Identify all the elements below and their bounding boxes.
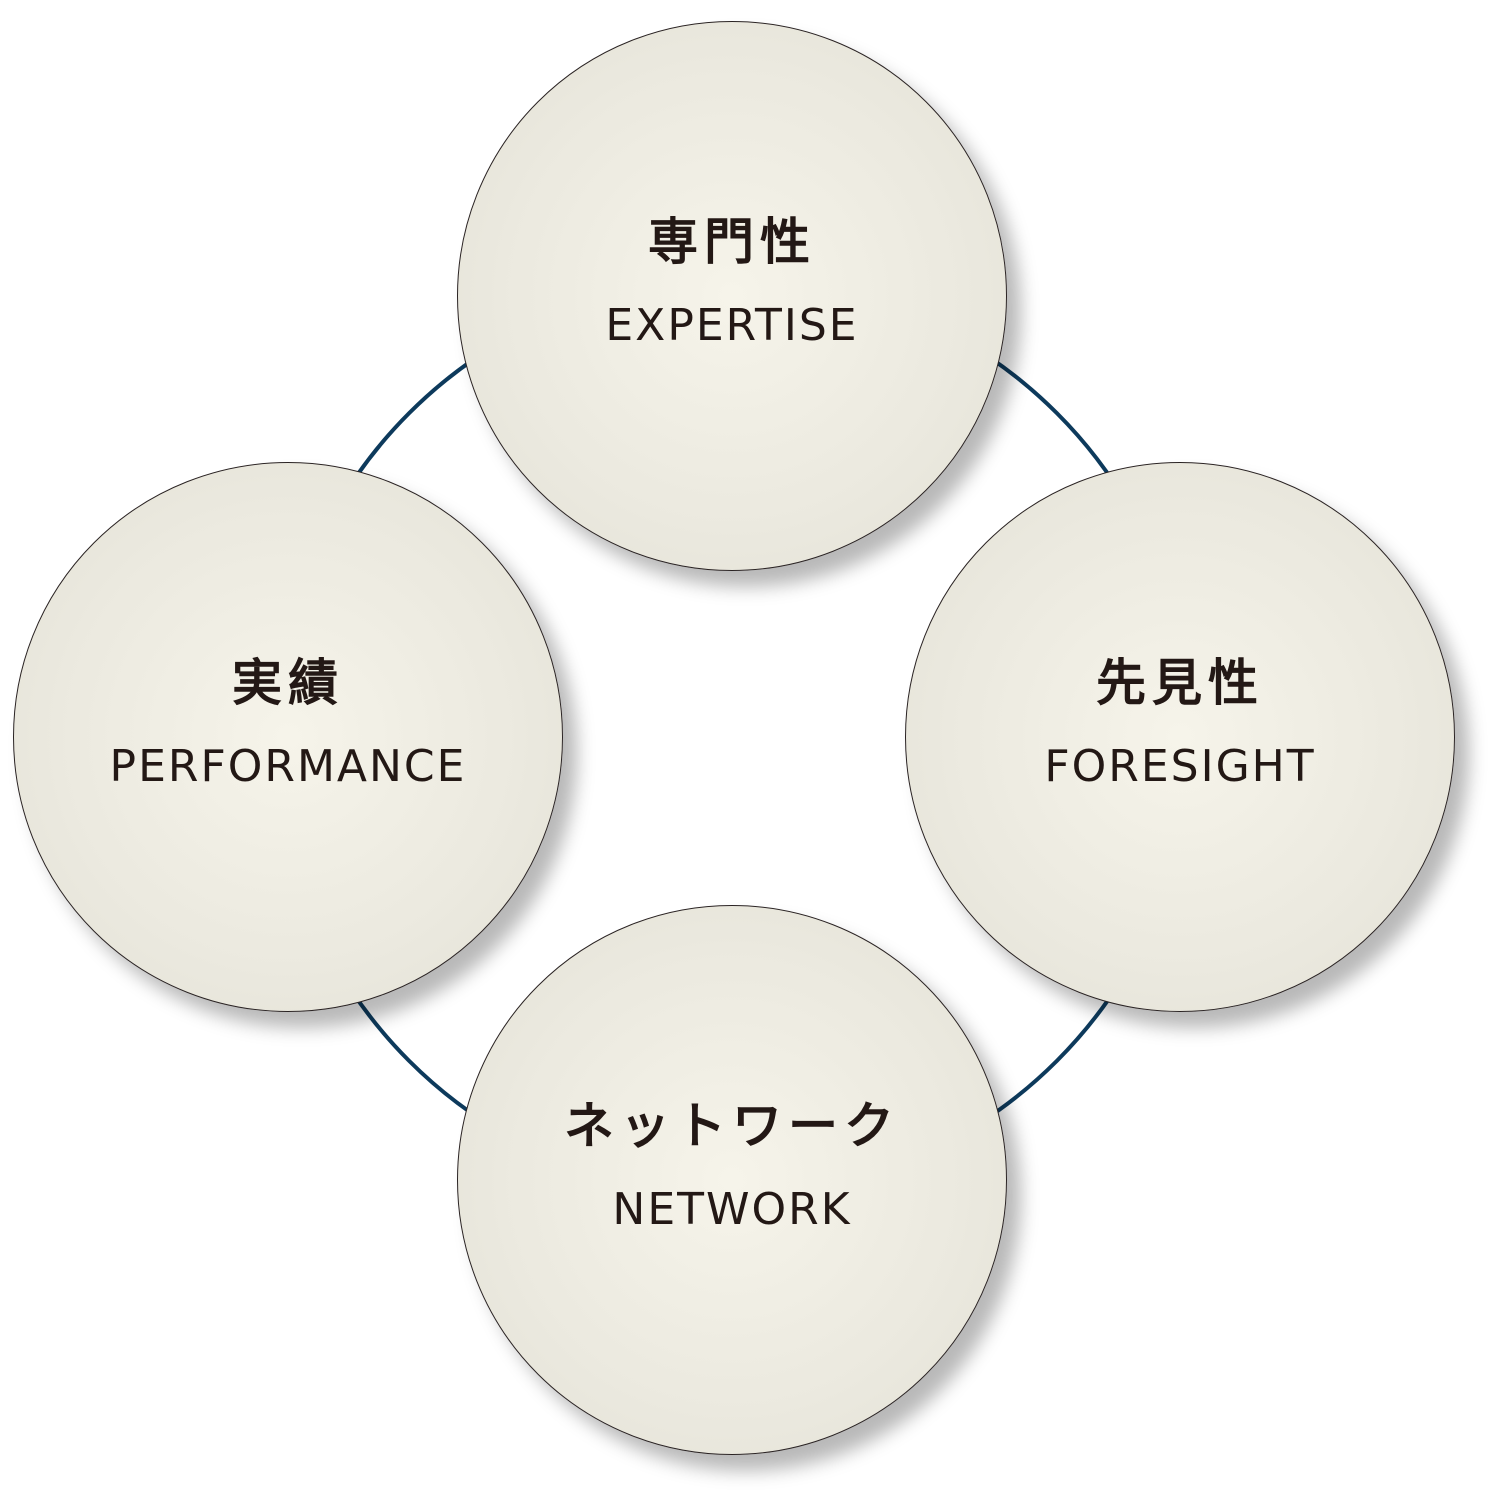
node-title-en: FORESIGHT: [1044, 740, 1316, 792]
node-title-jp: 専門性: [648, 212, 816, 271]
node-title-jp: 先見性: [1096, 653, 1264, 712]
node-title-jp: 実績: [232, 653, 344, 712]
node-title-en: NETWORK: [612, 1183, 852, 1235]
node-title-en: EXPERTISE: [605, 299, 859, 351]
node-performance: 実績 PERFORMANCE: [13, 462, 563, 1012]
node-foresight: 先見性 FORESIGHT: [905, 462, 1455, 1012]
node-title-jp: ネットワーク: [564, 1096, 900, 1155]
node-expertise: 専門性 EXPERTISE: [457, 21, 1007, 571]
node-title-en: PERFORMANCE: [109, 740, 467, 792]
node-network: ネットワーク NETWORK: [457, 905, 1007, 1455]
